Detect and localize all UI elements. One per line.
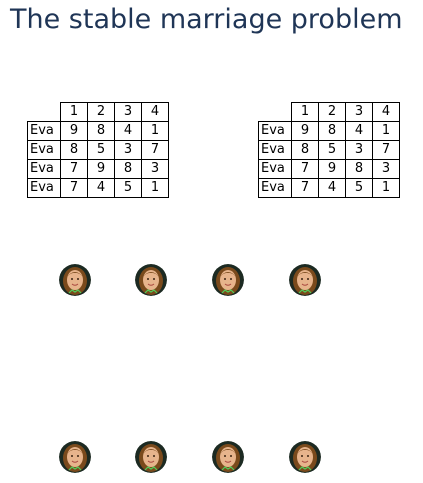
table-cell: 4 <box>87 178 115 198</box>
table-cell: 5 <box>114 178 142 198</box>
table-cell: 7 <box>291 159 319 179</box>
column-header: 2 <box>318 102 346 122</box>
row-label: Eva <box>258 121 292 141</box>
table-row: Eva 7 4 5 1 <box>258 178 400 198</box>
column-header: 2 <box>87 102 115 122</box>
table-row: Eva 7 4 5 1 <box>27 178 169 198</box>
table-cell: 7 <box>60 178 88 198</box>
table-corner <box>27 102 61 122</box>
table-cell: 4 <box>114 121 142 141</box>
table-row: Eva 7 9 8 3 <box>27 159 169 179</box>
table-cell: 1 <box>372 121 400 141</box>
woman-portrait-icon <box>212 441 244 473</box>
table-cell: 8 <box>291 140 319 160</box>
row-label: Eva <box>258 159 292 179</box>
table-row: Eva 8 5 3 7 <box>27 140 169 160</box>
row-label: Eva <box>27 159 61 179</box>
woman-portrait-icon <box>59 264 91 296</box>
table-header-row: 1 2 3 4 <box>258 102 400 122</box>
table-cell: 9 <box>87 159 115 179</box>
table-corner <box>258 102 292 122</box>
column-header: 3 <box>345 102 373 122</box>
table-cell: 9 <box>60 121 88 141</box>
row-label: Eva <box>27 178 61 198</box>
table-cell: 3 <box>345 140 373 160</box>
table-cell: 8 <box>114 159 142 179</box>
table-row: Eva 8 5 3 7 <box>258 140 400 160</box>
table-cell: 7 <box>141 140 169 160</box>
table-cell: 8 <box>87 121 115 141</box>
table-cell: 1 <box>141 121 169 141</box>
row-label: Eva <box>258 140 292 160</box>
table-cell: 7 <box>291 178 319 198</box>
table-cell: 7 <box>372 140 400 160</box>
woman-portrait-icon <box>59 441 91 473</box>
table-cell: 5 <box>318 140 346 160</box>
table-cell: 8 <box>318 121 346 141</box>
table-cell: 9 <box>291 121 319 141</box>
table-cell: 8 <box>60 140 88 160</box>
table-cell: 7 <box>60 159 88 179</box>
woman-portrait-icon <box>212 264 244 296</box>
preference-table-right: 1 2 3 4 Eva 9 8 4 1 Eva 8 5 3 7 Eva 7 9 … <box>258 102 400 198</box>
table-cell: 3 <box>372 159 400 179</box>
row-label: Eva <box>27 140 61 160</box>
table-cell: 1 <box>372 178 400 198</box>
woman-portrait-icon <box>135 441 167 473</box>
column-header: 4 <box>372 102 400 122</box>
woman-portrait-icon <box>289 264 321 296</box>
table-row: Eva 7 9 8 3 <box>258 159 400 179</box>
table-cell: 3 <box>114 140 142 160</box>
page-title: The stable marriage problem <box>10 4 403 35</box>
row-label: Eva <box>258 178 292 198</box>
table-cell: 9 <box>318 159 346 179</box>
column-header: 3 <box>114 102 142 122</box>
table-cell: 4 <box>318 178 346 198</box>
column-header: 1 <box>60 102 88 122</box>
table-cell: 1 <box>141 178 169 198</box>
table-cell: 5 <box>87 140 115 160</box>
woman-portrait-icon <box>289 441 321 473</box>
preference-table-left: 1 2 3 4 Eva 9 8 4 1 Eva 8 5 3 7 Eva 7 9 … <box>27 102 169 198</box>
table-cell: 8 <box>345 159 373 179</box>
table-row: Eva 9 8 4 1 <box>258 121 400 141</box>
column-header: 1 <box>291 102 319 122</box>
table-cell: 3 <box>141 159 169 179</box>
table-cell: 5 <box>345 178 373 198</box>
row-label: Eva <box>27 121 61 141</box>
column-header: 4 <box>141 102 169 122</box>
woman-portrait-icon <box>135 264 167 296</box>
table-row: Eva 9 8 4 1 <box>27 121 169 141</box>
table-header-row: 1 2 3 4 <box>27 102 169 122</box>
table-cell: 4 <box>345 121 373 141</box>
